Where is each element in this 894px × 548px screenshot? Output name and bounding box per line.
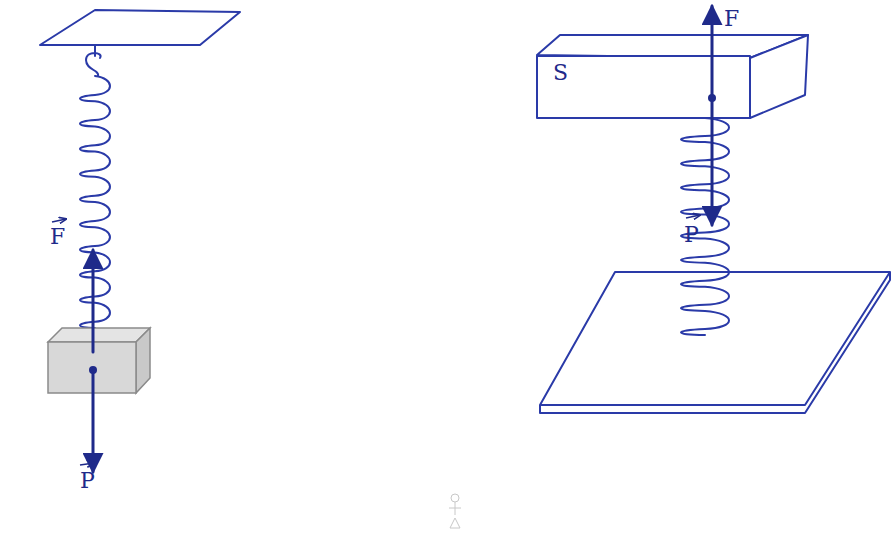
spring-coil (681, 118, 729, 335)
force-label: F (724, 8, 739, 30)
hook (86, 46, 101, 76)
block-label: S (553, 62, 568, 84)
vector-marks (52, 215, 700, 465)
hanging-block (48, 328, 150, 393)
resting-block (537, 35, 808, 118)
floor-plate (540, 272, 890, 413)
force-label: F (50, 226, 65, 248)
force-label: P (684, 224, 699, 246)
force-arrows (93, 6, 712, 472)
faint-figure (449, 494, 461, 528)
ceiling-plate (40, 10, 240, 45)
force-label: P (80, 470, 95, 492)
spring-coil (80, 76, 110, 328)
